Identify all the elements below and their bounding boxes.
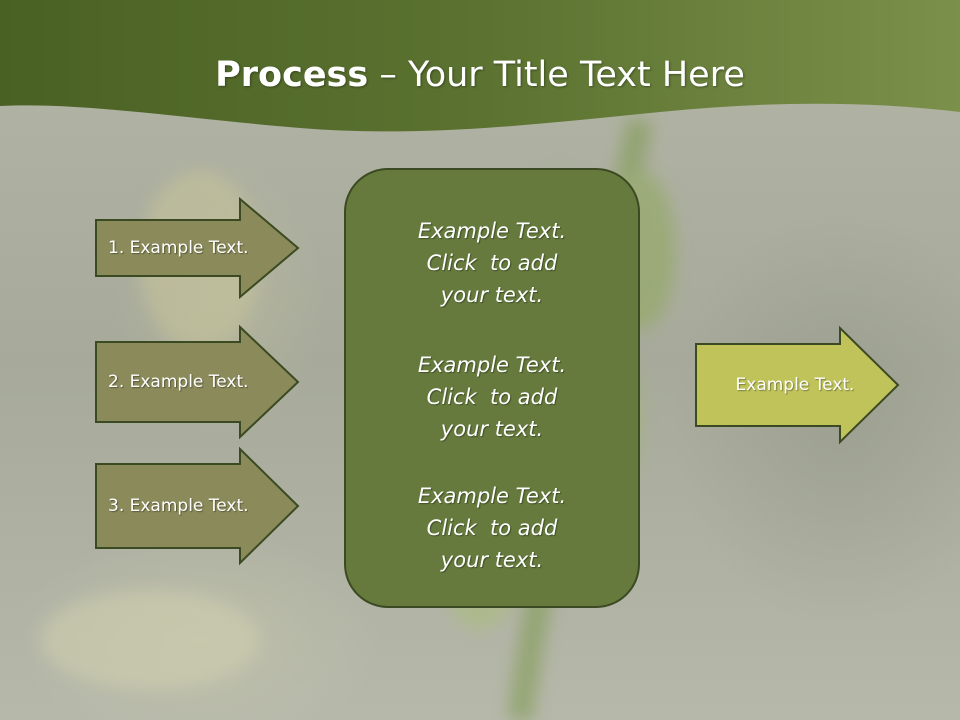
input-arrow-2[interactable]: 2. Example Text. [95,324,300,440]
input-arrow-1-label: 1. Example Text. [108,238,249,258]
center-text-line: your text. [440,417,544,441]
output-arrow-label: Example Text. [735,375,855,395]
center-text-line: Click to add [426,385,558,409]
center-text-line: Example Text. [417,484,567,508]
input-arrow-2-label: 2. Example Text. [108,372,249,392]
title-rest: – Your Title Text Here [368,55,745,95]
right-arrow-shape-icon [95,446,300,566]
right-arrow-shape-icon [95,196,300,300]
right-arrow-shape-icon [95,324,300,440]
center-text-line: Example Text. [417,219,567,243]
center-text-block-1[interactable]: Example Text. Click to add your text. [346,215,638,311]
slide-title[interactable]: Process – Your Title Text Here [0,50,960,100]
center-text-line: Click to add [426,251,558,275]
center-text-block-3[interactable]: Example Text. Click to add your text. [346,480,638,576]
center-text-line: Example Text. [417,353,567,377]
input-arrow-3[interactable]: 3. Example Text. [95,446,300,566]
right-arrow-shape-icon [695,325,900,445]
center-text-line: your text. [440,548,544,572]
input-arrow-3-label: 3. Example Text. [108,496,249,516]
title-bold-word: Process [215,55,369,95]
output-arrow[interactable]: Example Text. [695,325,900,445]
center-text-line: your text. [440,283,544,307]
title-banner [0,0,960,132]
center-text-line: Click to add [426,516,558,540]
center-text-block-2[interactable]: Example Text. Click to add your text. [346,349,638,445]
center-process-box[interactable]: Example Text. Click to add your text. Ex… [344,168,640,608]
input-arrow-1[interactable]: 1. Example Text. [95,196,300,300]
